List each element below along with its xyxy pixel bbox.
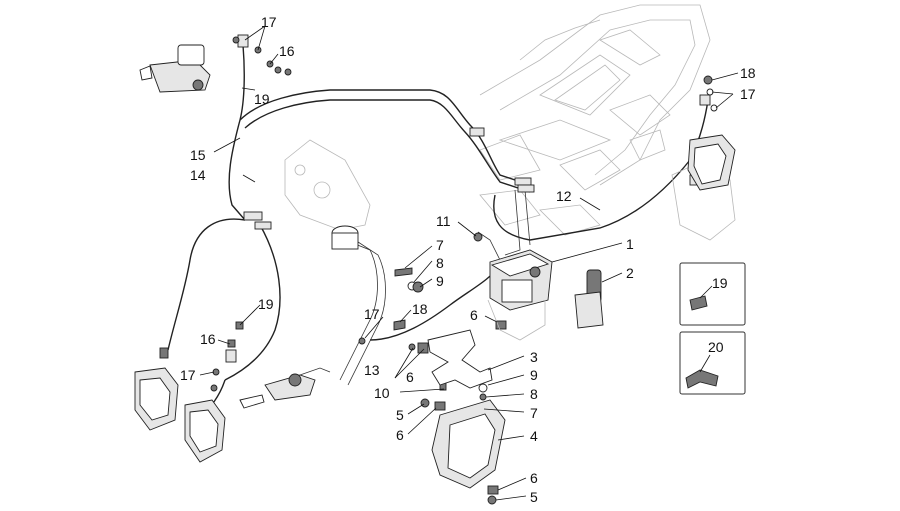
callout-17-left: 17 <box>180 367 196 383</box>
callout-1: 1 <box>626 236 634 252</box>
left-fittings <box>210 321 244 392</box>
callout-6-center: 6 <box>406 369 414 385</box>
center-hardware <box>358 232 507 505</box>
callout-16-left: 16 <box>200 331 216 347</box>
callout-10: 10 <box>374 385 390 401</box>
callout-3: 3 <box>530 349 538 365</box>
callout-18-right: 18 <box>740 65 756 81</box>
callout-5-bottom: 5 <box>530 489 538 505</box>
abs-connector <box>574 269 604 329</box>
front-master-cylinder <box>139 44 211 93</box>
callout-17-right: 17 <box>740 86 756 102</box>
callout-7-lower: 7 <box>530 405 538 421</box>
front-calipers <box>134 347 226 463</box>
callout-8-lower: 8 <box>530 386 538 402</box>
rear-master-cylinder <box>239 367 331 409</box>
fluid-reservoir-bracket <box>284 139 371 250</box>
callout-2: 2 <box>626 265 634 281</box>
callout-18-center: 18 <box>412 301 428 317</box>
callout-8-upper: 8 <box>436 255 444 271</box>
callout-19-inset: 19 <box>712 275 728 291</box>
motorcycle-frame <box>479 4 711 236</box>
callout-7-upper: 7 <box>436 237 444 253</box>
callout-6-bottom: 6 <box>530 470 538 486</box>
callout-5-upper: 5 <box>396 407 404 423</box>
callout-12: 12 <box>556 188 572 204</box>
callout-17-center: 17 <box>364 306 380 322</box>
callout-9-lower: 9 <box>530 367 538 383</box>
callout-4: 4 <box>530 428 538 444</box>
rear-caliper <box>671 75 736 241</box>
callout-6-lower: 6 <box>396 427 404 443</box>
callout-17-top: 17 <box>261 14 277 30</box>
callout-19-left: 19 <box>258 296 274 312</box>
callout-16-top: 16 <box>279 43 295 59</box>
abs-bracket <box>427 329 493 389</box>
callout-13: 13 <box>364 362 380 378</box>
callout-15: 15 <box>190 147 206 163</box>
leader-lines <box>199 25 739 501</box>
callout-6-upper: 6 <box>470 307 478 323</box>
callout-9-upper: 9 <box>436 273 444 289</box>
inset-box-19 <box>679 262 746 326</box>
abs-cover <box>431 399 506 489</box>
callout-11: 11 <box>436 213 451 229</box>
callout-labels: 17 16 19 15 14 18 17 12 11 1 7 8 2 9 19 … <box>180 14 756 505</box>
abs-modulator <box>487 249 553 341</box>
callout-14: 14 <box>190 167 206 183</box>
brake-hoses <box>167 34 711 416</box>
inset-box-20 <box>679 331 746 395</box>
callout-19-top: 19 <box>254 91 270 107</box>
callout-20-inset: 20 <box>708 339 724 355</box>
